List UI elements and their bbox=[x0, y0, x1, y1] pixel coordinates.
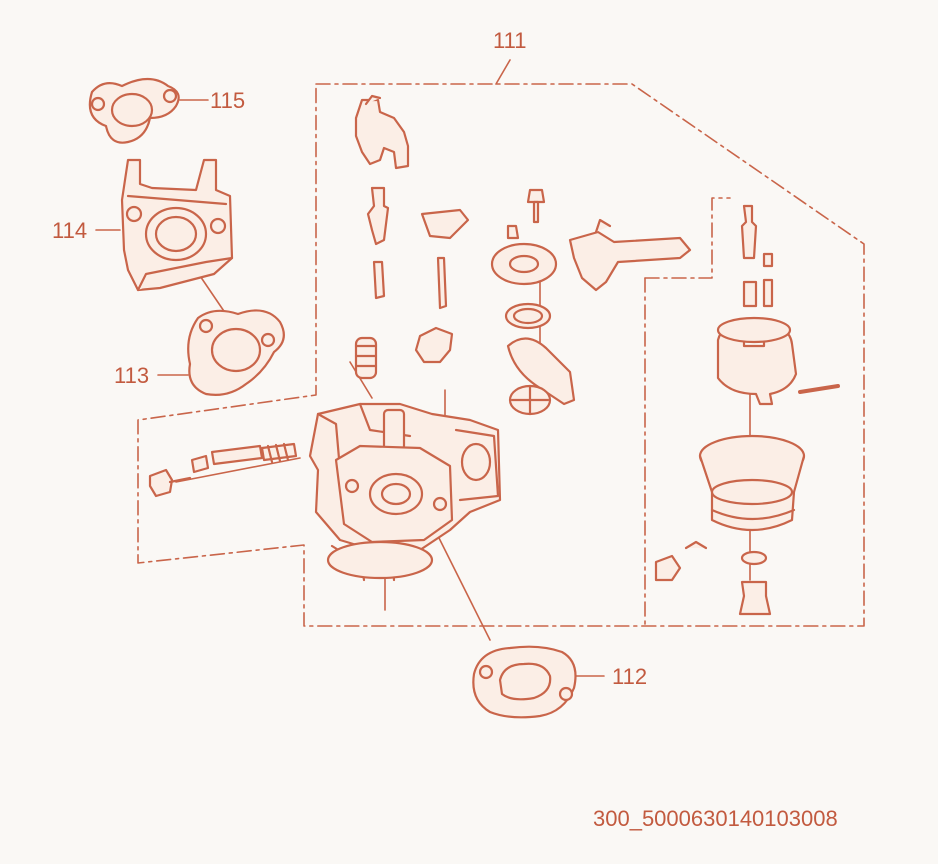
callout-labels: 111 115 114 113 112 300_5000630140103008 bbox=[52, 28, 838, 831]
float-bowl bbox=[698, 434, 806, 532]
callout-113: 113 bbox=[114, 363, 149, 388]
callout-114: 114 bbox=[52, 218, 87, 243]
carburetor-body bbox=[308, 402, 502, 582]
needle-parts bbox=[354, 186, 470, 380]
part-112-gasket bbox=[472, 645, 577, 719]
float bbox=[716, 316, 798, 406]
choke-plate-stack bbox=[490, 242, 576, 416]
callout-111: 111 bbox=[493, 28, 526, 53]
choke-lever bbox=[354, 94, 410, 170]
callout-112: 112 bbox=[612, 664, 647, 689]
throttle-lever bbox=[568, 218, 692, 292]
part-113-gasket bbox=[187, 309, 285, 396]
bowl-screw-parts bbox=[654, 540, 772, 616]
drawing-code: 300_5000630140103008 bbox=[593, 806, 838, 831]
part-114-insulator bbox=[120, 158, 234, 292]
part-115-gasket bbox=[88, 77, 180, 144]
idle-screw-assembly bbox=[148, 442, 298, 498]
small-screw-and-diaphragm bbox=[414, 188, 546, 364]
jet-parts bbox=[740, 204, 840, 394]
assembly-boundary-lines bbox=[137, 83, 865, 627]
callout-115: 115 bbox=[210, 88, 245, 113]
